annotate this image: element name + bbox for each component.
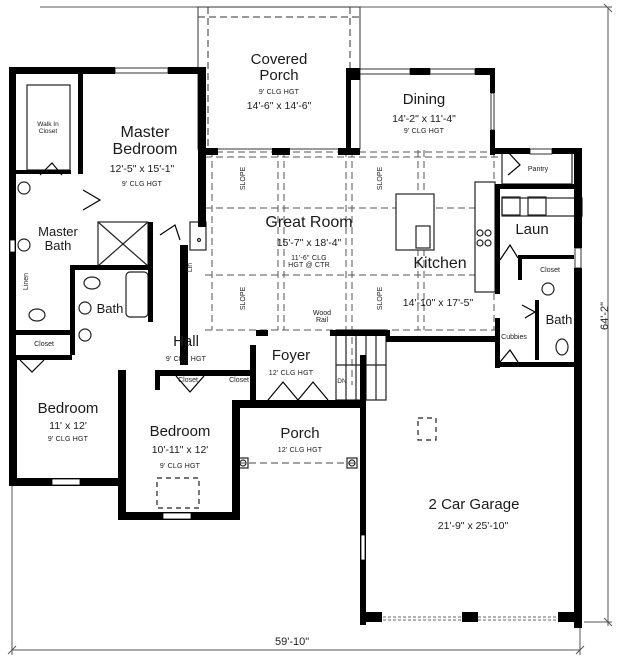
kitchen-dims: 14'-10" x 17'-5": [402, 297, 474, 309]
garage-dims: 21'-9" x 25'-10": [437, 520, 509, 532]
hall-closet-label: Closet: [178, 377, 198, 384]
dining-dims: 14'-2" x 11'-4": [392, 113, 456, 125]
bedroom-2-clg: 9' CLG HGT: [159, 463, 201, 470]
hall-clg: 9' CLG HGT: [165, 356, 207, 363]
hall-name: Hall: [173, 333, 199, 350]
lin-label: Lin: [187, 262, 195, 273]
master-bath-name: Master Bath: [38, 224, 78, 253]
slope-label-3: SLOPE: [240, 286, 248, 311]
dining-name: Dining: [402, 91, 446, 108]
walk-in-closet-name: Walk In Closet: [37, 121, 59, 135]
slope-label-4: SLOPE: [377, 286, 385, 311]
wood-rail-label: Wood Rail: [312, 310, 332, 325]
half-bath-name: Bath: [545, 312, 573, 327]
porch-clg: 12' CLG HGT: [277, 447, 323, 454]
great-room-clg: 11'-6" CLG HGT @ CTR: [288, 255, 330, 270]
garage-name: 2 Car Garage: [428, 496, 520, 513]
great-room-dims: 15'-7" x 18'-4": [276, 237, 342, 249]
foyer-clg: 12' CLG HGT: [268, 370, 314, 377]
cubbies-label: Cubbies: [501, 334, 527, 341]
laundry-closet-label: Closet: [540, 267, 560, 274]
dining-clg: 9' CLG HGT: [403, 128, 445, 135]
slope-label-1: SLOPE: [240, 166, 248, 191]
foyer-name: Foyer: [271, 347, 311, 364]
bedroom-2-dims: 10'-11" x 12': [151, 444, 209, 456]
great-room-name: Great Room: [265, 214, 353, 231]
master-bedroom-clg: 9' CLG HGT: [121, 181, 163, 188]
closet-left-label: Closet: [34, 341, 54, 348]
porch-name: Porch: [280, 425, 320, 442]
slope-label-2: SLOPE: [377, 166, 385, 191]
stairs-down-label: DN: [337, 378, 347, 385]
overall-width-dimension: 59'-10": [275, 636, 310, 648]
pantry-label: Pantry: [527, 166, 549, 173]
linen-label: Linen: [23, 272, 31, 291]
master-bedroom-name: Master Bedroom: [112, 124, 178, 158]
walls: [9, 67, 582, 628]
overall-depth-dimension: 64'-2": [599, 301, 612, 331]
covered-porch-name: Covered Porch: [250, 51, 308, 84]
covered-porch-dims: 14'-6" x 14'-6": [246, 100, 312, 112]
bedroom-2-name: Bedroom: [149, 423, 211, 440]
bedroom-1-dims: 11' x 12': [49, 420, 87, 432]
bath-name: Bath: [96, 301, 124, 316]
foyer-closet-label: Closet: [229, 377, 249, 384]
bedroom-1-clg: 9' CLG HGT: [47, 436, 89, 443]
master-bedroom-dims: 12'-5" x 15'-1": [109, 163, 175, 175]
kitchen-name: Kitchen: [413, 255, 467, 272]
laundry-name: Laun: [515, 221, 549, 238]
covered-porch-clg: 9' CLG HGT: [258, 89, 300, 96]
bedroom-1-name: Bedroom: [37, 400, 99, 417]
